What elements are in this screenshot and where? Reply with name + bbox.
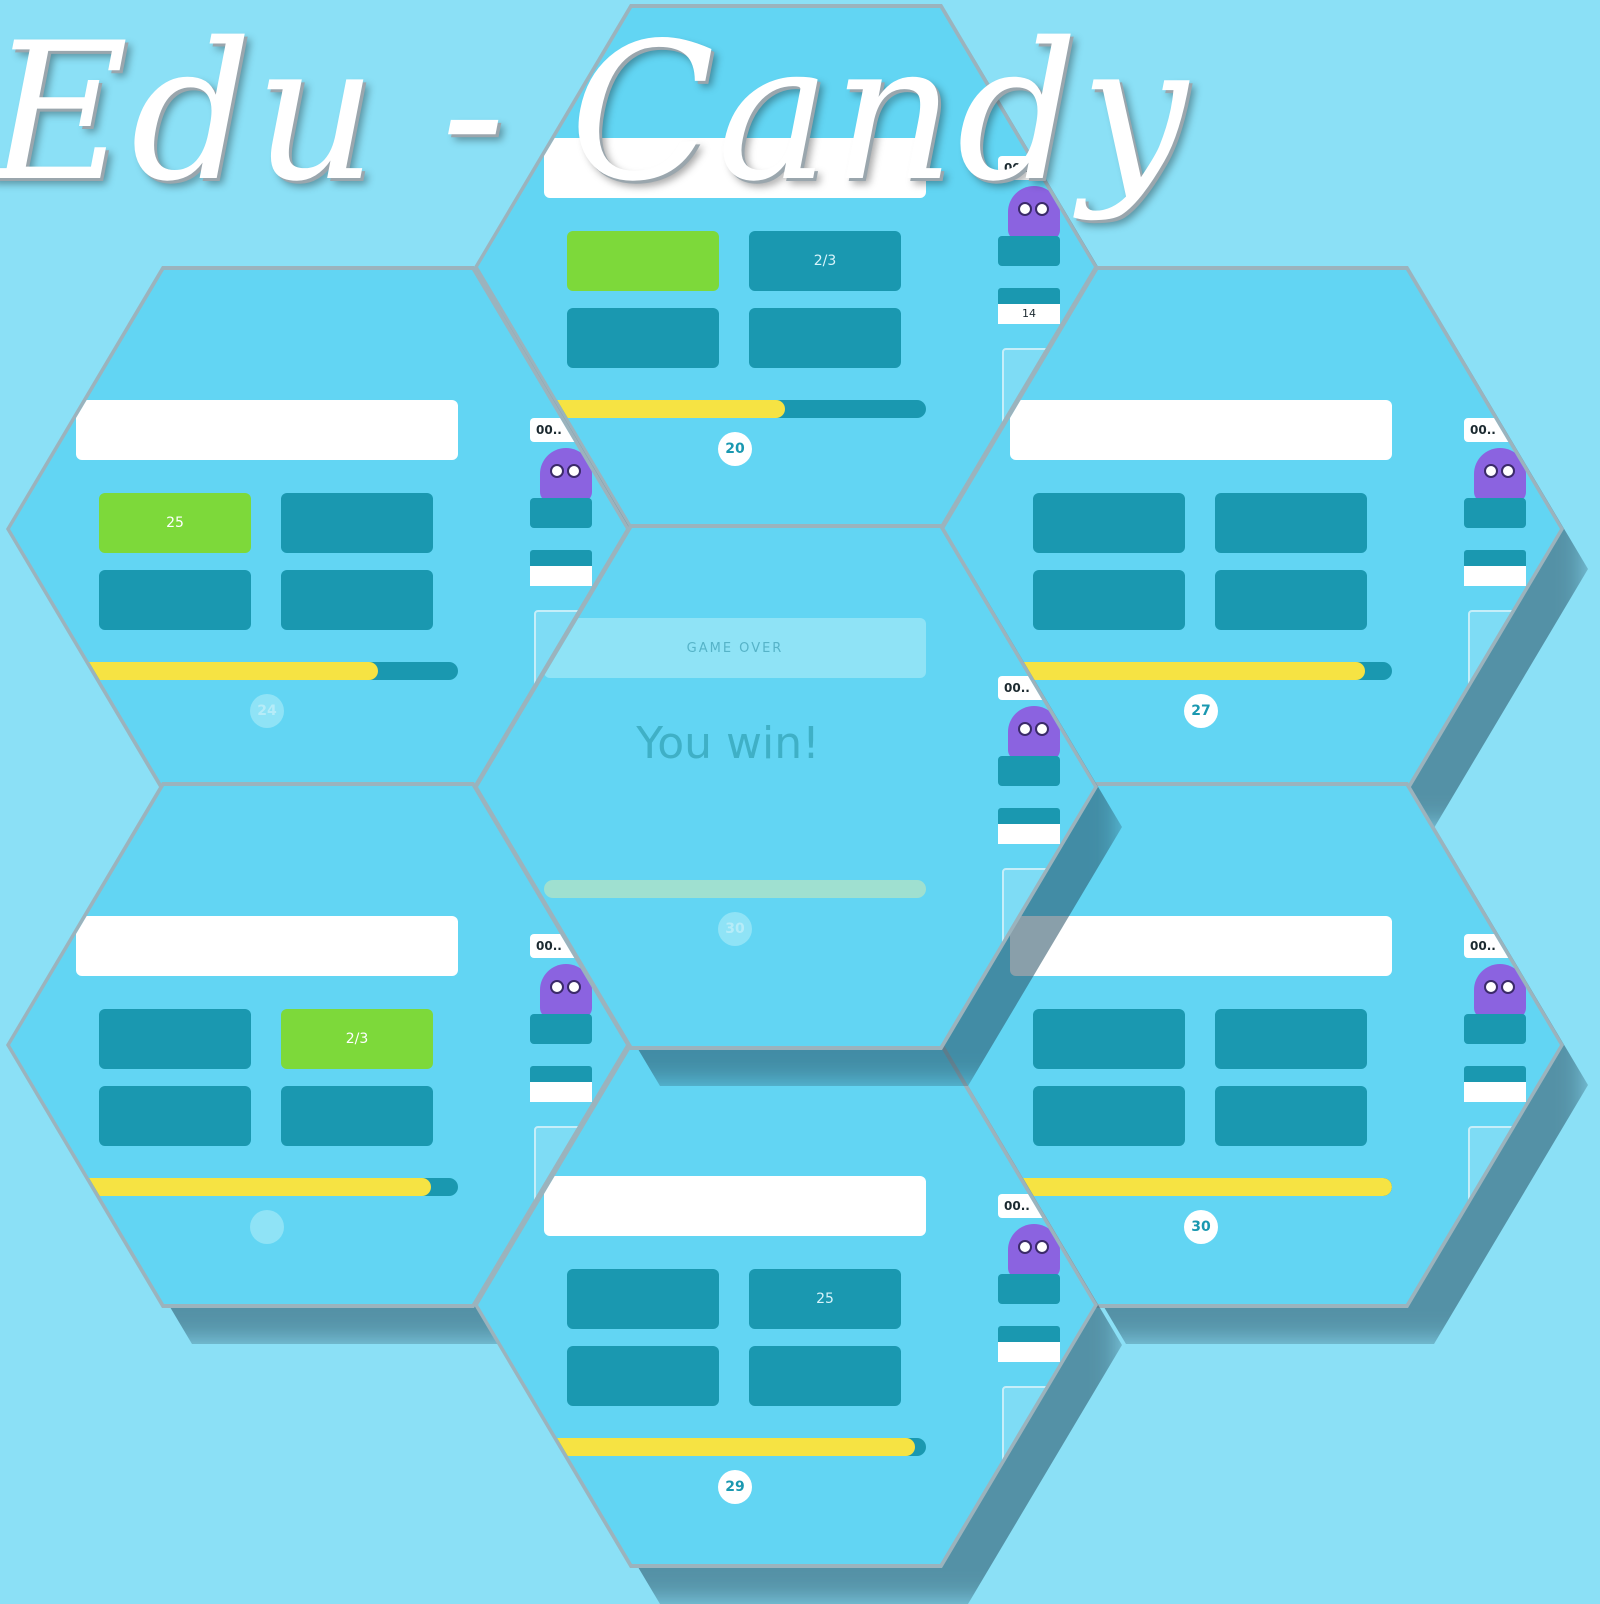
- progress-fill: [544, 400, 785, 418]
- score-box: 00..: [1464, 934, 1526, 958]
- question-text: [1010, 400, 1392, 460]
- stat-header: [1464, 1066, 1526, 1082]
- timer-badge: 24: [250, 694, 284, 728]
- stat-value: 14: [998, 304, 1060, 324]
- question-text: [1010, 916, 1392, 976]
- answer-button[interactable]: [281, 1086, 433, 1146]
- stat-header: [530, 550, 592, 566]
- score-box: 00..: [1464, 418, 1526, 442]
- question-text: [76, 916, 458, 976]
- stat-header: [998, 808, 1060, 824]
- question-text: [76, 400, 458, 460]
- answer-button[interactable]: [1215, 1009, 1367, 1069]
- progress-fill: [1010, 662, 1366, 680]
- answer-button[interactable]: 2/3: [281, 1009, 433, 1069]
- stat-value: [998, 824, 1060, 844]
- answer-button[interactable]: [567, 1269, 719, 1329]
- monster-eye-icon: [1484, 464, 1498, 478]
- answer-button[interactable]: [99, 1086, 251, 1146]
- mascot-label: [1464, 1014, 1526, 1044]
- mascot-label: [998, 236, 1060, 266]
- answer-button[interactable]: [749, 308, 901, 368]
- monster-eye-icon: [1484, 980, 1498, 994]
- mascot-label: [530, 498, 592, 528]
- answer-button[interactable]: [749, 1346, 901, 1406]
- answer-button[interactable]: [1033, 1009, 1185, 1069]
- timer-badge: 29: [718, 1470, 752, 1504]
- timer-badge: 27: [1184, 694, 1218, 728]
- answer-button[interactable]: [1033, 493, 1185, 553]
- monster-eye-icon: [1018, 1240, 1032, 1254]
- monster-eye-icon: [550, 980, 564, 994]
- timer-badge: [250, 1210, 284, 1244]
- answer-button[interactable]: 2/3: [749, 231, 901, 291]
- mascot-label: [530, 1014, 592, 1044]
- progress-bar: [76, 662, 458, 680]
- stat-header: [998, 1326, 1060, 1342]
- timer-badge: 20: [718, 432, 752, 466]
- game-over-header: GAME OVER: [544, 618, 926, 678]
- stat-value: [1464, 1082, 1526, 1102]
- answer-button[interactable]: 25: [99, 493, 251, 553]
- monster-eye-icon: [567, 980, 581, 994]
- answer-button[interactable]: [99, 1009, 251, 1069]
- stat-header: [998, 288, 1060, 304]
- stat-value: [530, 1082, 592, 1102]
- answer-button[interactable]: [281, 493, 433, 553]
- monster-eye-icon: [1035, 202, 1049, 216]
- answer-button[interactable]: 25: [749, 1269, 901, 1329]
- progress-bar: [544, 1438, 926, 1456]
- timer-badge: 30: [718, 912, 752, 946]
- monster-eye-icon: [1018, 202, 1032, 216]
- stat-value: [1464, 566, 1526, 586]
- progress-bar: [544, 880, 926, 898]
- timer-badge: 30: [1184, 1210, 1218, 1244]
- app-title: Edu - Candy: [0, 2, 1190, 223]
- stat-value: [530, 566, 592, 586]
- question-text: [544, 1176, 926, 1236]
- monster-eye-icon: [550, 464, 564, 478]
- answer-button[interactable]: [99, 570, 251, 630]
- mascot-label: [1464, 498, 1526, 528]
- answer-button[interactable]: [1215, 493, 1367, 553]
- answer-button[interactable]: [1033, 1086, 1185, 1146]
- monster-eye-icon: [1035, 1240, 1049, 1254]
- answer-button[interactable]: [567, 231, 719, 291]
- stat-header: [530, 1066, 592, 1082]
- mascot-label: [998, 1274, 1060, 1304]
- monster-mascot-icon: [1008, 186, 1060, 240]
- progress-bar: [1010, 662, 1392, 680]
- monster-eye-icon: [1501, 464, 1515, 478]
- progress-fill: [76, 662, 378, 680]
- answer-button[interactable]: [281, 570, 433, 630]
- question-text: [544, 138, 926, 198]
- answer-button[interactable]: [567, 1346, 719, 1406]
- monster-eye-icon: [1501, 980, 1515, 994]
- progress-bar: [1010, 1178, 1392, 1196]
- answer-button[interactable]: [1215, 1086, 1367, 1146]
- progress-fill: [1010, 1178, 1392, 1196]
- win-message: You win!: [636, 718, 820, 769]
- monster-eye-icon: [567, 464, 581, 478]
- progress-fill: [544, 1438, 915, 1456]
- progress-bar: [544, 400, 926, 418]
- answer-button[interactable]: [567, 308, 719, 368]
- progress-bar: [76, 1178, 458, 1196]
- stat-value: [998, 1342, 1060, 1362]
- monster-eye-icon: [1035, 722, 1049, 736]
- mascot-label: [998, 756, 1060, 786]
- monster-eye-icon: [1018, 722, 1032, 736]
- stat-header: [1464, 550, 1526, 566]
- answer-button[interactable]: [1215, 570, 1367, 630]
- answer-button[interactable]: [1033, 570, 1185, 630]
- progress-fill: [76, 1178, 432, 1196]
